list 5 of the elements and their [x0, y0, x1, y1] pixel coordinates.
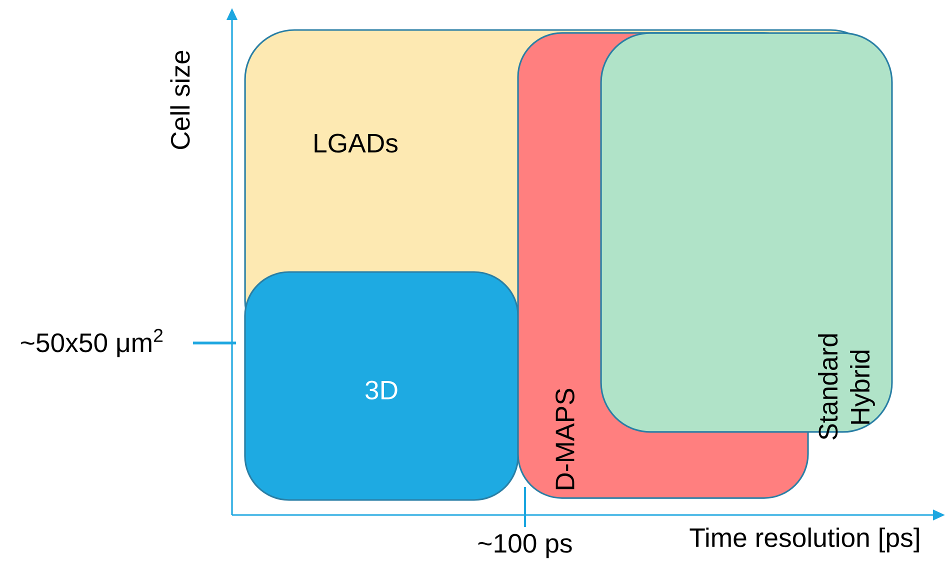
axis-label: Time resolution [ps]: [690, 528, 919, 552]
region-box: 3D: [244, 271, 519, 501]
axis-label: Cell size: [170, 50, 190, 150]
axis-label: ~100 ps: [478, 534, 572, 558]
axis-label: ~50x50 μm$^{2}$: [21, 328, 163, 358]
